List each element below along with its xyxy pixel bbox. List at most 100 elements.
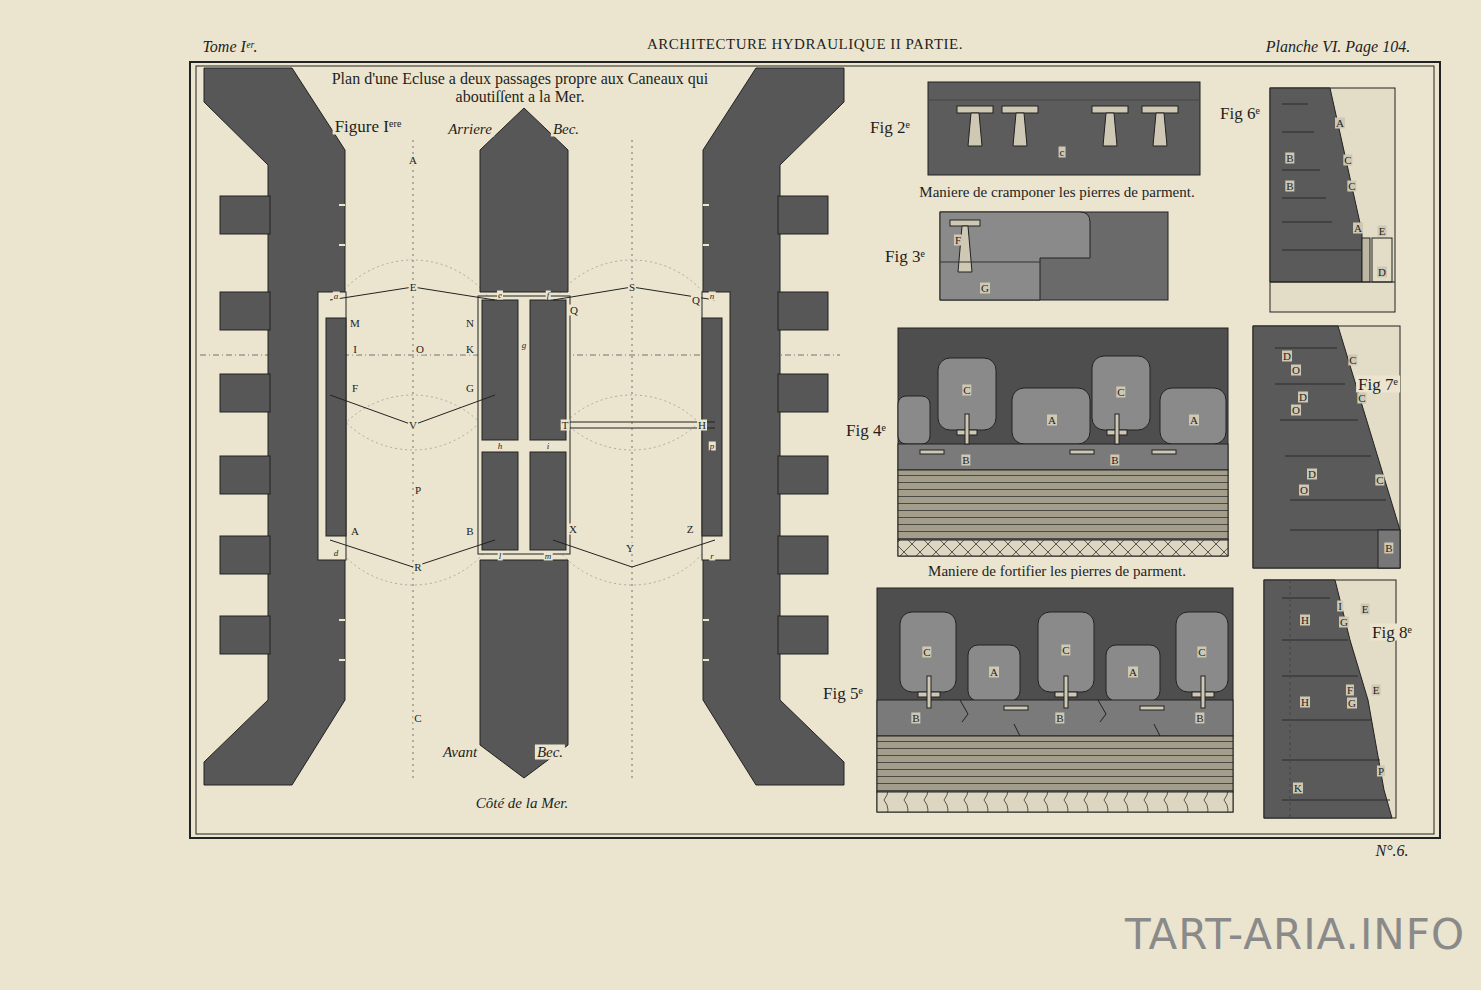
callout-letter: Q xyxy=(691,295,701,306)
lock-wall xyxy=(339,205,345,660)
fig6-section xyxy=(1282,104,1362,250)
callout-letter: B xyxy=(1055,713,1064,724)
callout-letter: B xyxy=(1285,153,1294,164)
figure-number: Fig 5ᵉ xyxy=(821,685,865,702)
fig4-facing xyxy=(898,328,1228,556)
fig3-cramp xyxy=(950,220,980,226)
gate-line xyxy=(330,287,715,567)
fig4-facing xyxy=(1160,388,1226,444)
fig4-facing xyxy=(898,328,1228,556)
figure-number: Fig 2ᵉ xyxy=(868,119,912,136)
callout-letter: f xyxy=(546,291,551,300)
figure-number: Fig 8ᵉ xyxy=(1370,624,1414,641)
fig2-cramps xyxy=(1153,113,1167,146)
fig4-facing xyxy=(898,444,1228,470)
fig4-facing xyxy=(1092,356,1150,430)
page-header: N°.6. xyxy=(1375,843,1408,859)
lock-plan xyxy=(200,68,844,785)
plate-frame xyxy=(190,62,1440,838)
fig5-facing xyxy=(1140,706,1164,710)
fig4-facing xyxy=(965,414,969,444)
callout-letter: B xyxy=(961,455,970,466)
callout-letter: C xyxy=(1347,181,1356,192)
callout-letter: D xyxy=(1282,351,1292,362)
page-header: Tome Iᵉʳ. xyxy=(202,39,257,55)
fig6-section xyxy=(1270,88,1395,312)
fig2-cramps xyxy=(957,106,1178,146)
callout-letter: d xyxy=(333,549,340,558)
callout-letter: K xyxy=(1293,783,1303,794)
lock-wall xyxy=(204,68,345,785)
callout-letter: C xyxy=(1061,645,1070,656)
callout-letter: H xyxy=(697,420,707,431)
callout-letter: C xyxy=(922,647,931,658)
callout-letter: M xyxy=(349,318,361,329)
callout-letter: H xyxy=(1300,615,1310,626)
callout-letter: B xyxy=(911,713,920,724)
lock-wall xyxy=(204,68,346,785)
callout-letter: C xyxy=(1375,475,1384,486)
fig2-cramps xyxy=(1142,106,1178,113)
callout-letter: B xyxy=(1285,181,1294,192)
figure-number: Fig 6ᵉ xyxy=(1218,105,1262,122)
fig7-section xyxy=(1378,530,1400,568)
fig6-section xyxy=(1270,88,1362,282)
lock-wall xyxy=(220,196,270,234)
callout-letter: O xyxy=(1291,405,1301,416)
callout-letter: r xyxy=(709,552,715,561)
fig5-facing xyxy=(877,792,1233,812)
fig8-section xyxy=(1264,580,1396,818)
callout-letter: D xyxy=(1298,392,1308,403)
central-pier xyxy=(478,296,570,554)
callout-letter: B xyxy=(1384,543,1393,554)
callout-letter: C xyxy=(1343,155,1352,166)
lock-wall xyxy=(220,536,270,574)
callout-letter: C xyxy=(1357,393,1366,404)
callout-letter: I xyxy=(352,344,358,355)
fig4-facing xyxy=(1152,450,1176,454)
callout-letter: Z xyxy=(686,524,695,535)
callout-letter: G xyxy=(1339,617,1349,628)
fig5-facing xyxy=(877,588,1233,812)
fig6-section xyxy=(1362,238,1370,282)
fig2-cramps xyxy=(957,106,993,113)
callout-letter: e xyxy=(497,291,503,300)
fig3-cramp xyxy=(940,212,1168,300)
callout-letter: O xyxy=(1291,365,1301,376)
callout-letter: E xyxy=(1378,226,1387,237)
gate-line xyxy=(553,540,715,567)
callout-letter: c xyxy=(1059,147,1066,158)
fig4-facing xyxy=(1115,414,1119,444)
fig4-facing xyxy=(920,450,944,454)
fig5-facing xyxy=(968,645,1020,701)
callout-letter: G xyxy=(1347,698,1357,709)
figure-number: Fig 4ᵉ xyxy=(844,422,888,439)
fig4-facing xyxy=(898,396,930,444)
callout-letter: Q xyxy=(569,305,579,316)
callout-letter: C xyxy=(1116,387,1125,398)
fig6-section xyxy=(1270,88,1395,312)
fig5-facing xyxy=(877,588,1233,812)
callout-letter: a xyxy=(333,292,340,301)
callout-letter: g xyxy=(521,341,528,350)
fig4-facing xyxy=(1070,450,1094,454)
lock-wall xyxy=(220,374,270,412)
callout-letter: C xyxy=(1348,355,1357,366)
figure-caption: Maniere de fortifier les pierres de parm… xyxy=(925,564,1189,579)
gate-line xyxy=(560,422,715,423)
fig5-facing xyxy=(1064,676,1068,708)
plan-note: Avant xyxy=(441,745,479,760)
callout-letter: O xyxy=(1299,485,1309,496)
fig2-cramps xyxy=(1092,106,1128,113)
fig2-cramps xyxy=(928,82,1200,175)
lock-wall xyxy=(220,456,270,494)
figure-caption: Maniere de cramponer les pierres de parm… xyxy=(916,185,1197,200)
callout-letter: h xyxy=(497,442,504,451)
fig4-facing xyxy=(898,356,1226,444)
callout-letter: I xyxy=(1337,601,1343,612)
guide-line xyxy=(632,140,633,780)
callout-letter: G xyxy=(980,283,990,294)
callout-letter: N xyxy=(465,318,475,329)
central-pier xyxy=(482,300,518,440)
